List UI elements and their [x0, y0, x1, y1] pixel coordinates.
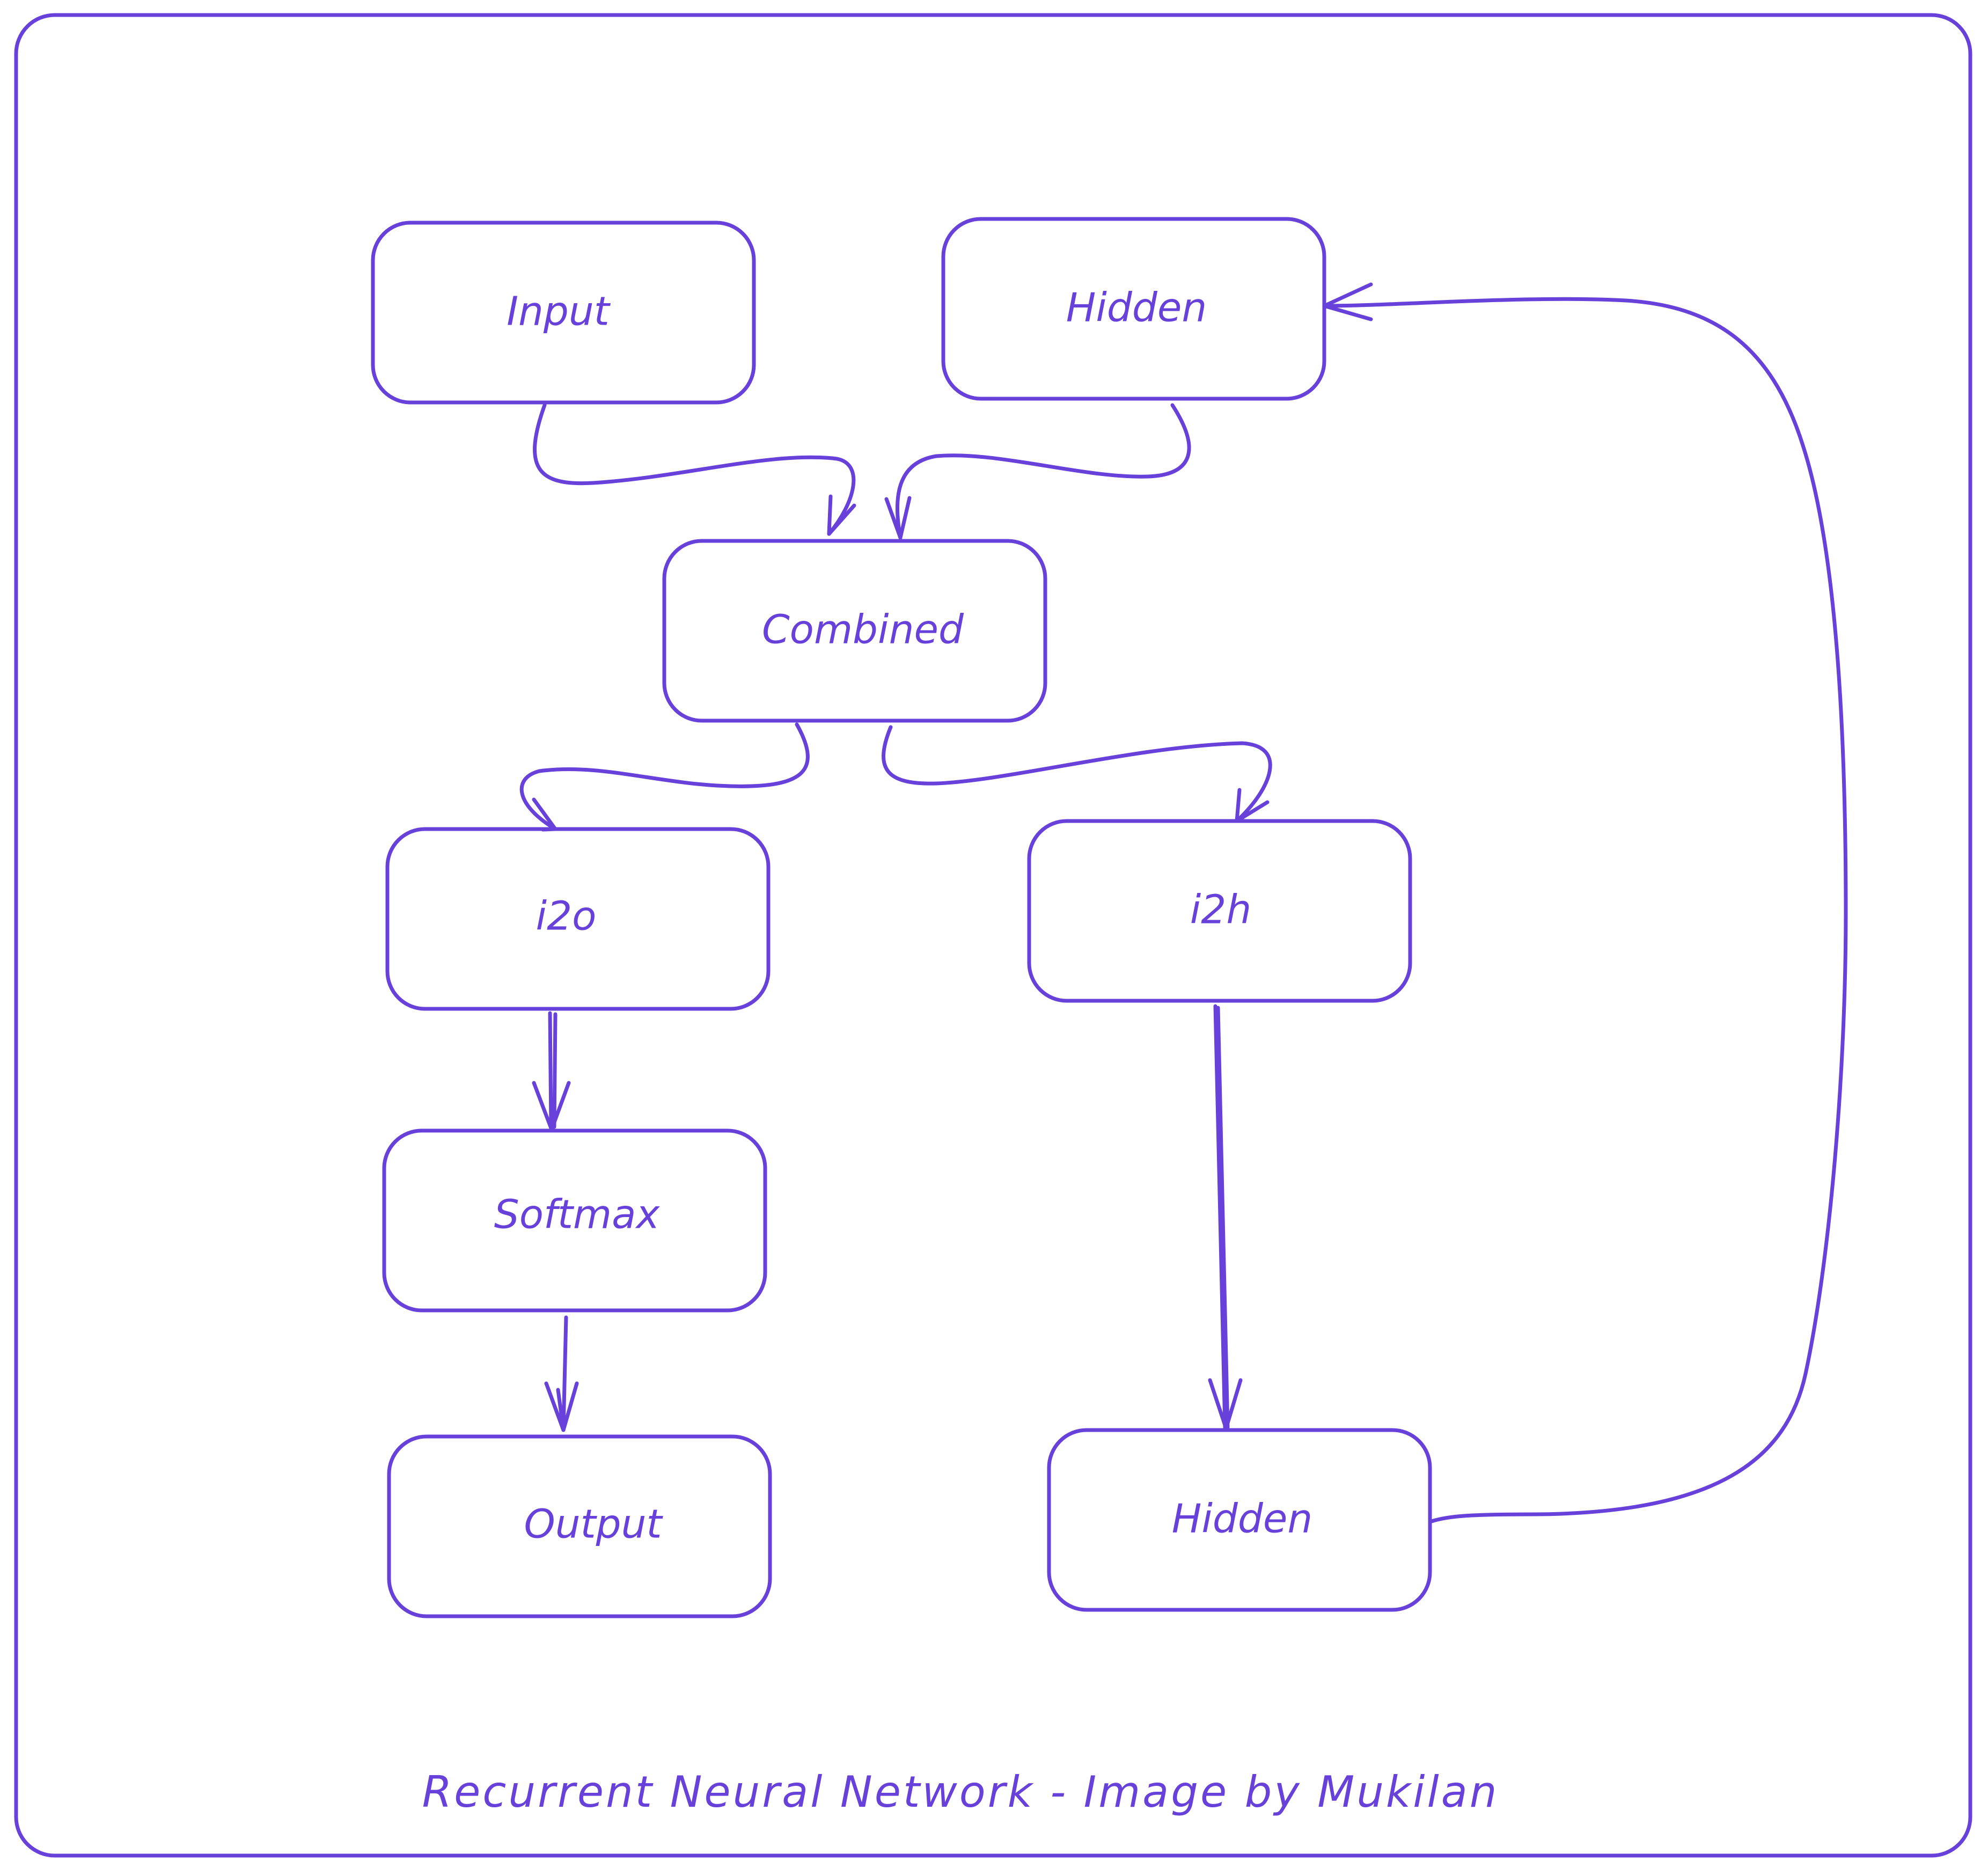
node-input-label: Input: [507, 289, 611, 335]
node-output: Output: [387, 1434, 772, 1618]
node-i2o: i2o: [385, 827, 771, 1011]
diagram-frame: [14, 13, 1972, 1858]
edge-combined-to-i2h: [882, 725, 1272, 823]
diagram-caption: Recurrent Neural Network - Image by Muki…: [422, 1767, 1499, 1817]
node-softmax: Softmax: [382, 1128, 767, 1313]
node-combined-label: Combined: [762, 607, 964, 653]
node-i2o-label: i2o: [536, 893, 597, 940]
edge-hidden-bottom-to-hidden-top: [1322, 282, 1848, 1523]
edge-softmax-to-output: [544, 1315, 579, 1432]
edge-input-to-combined: [533, 403, 856, 536]
node-hidden-top-label: Hidden: [1066, 285, 1207, 331]
node-hidden-bottom: Hidden: [1047, 1428, 1432, 1612]
node-hidden-top: Hidden: [941, 217, 1326, 401]
edge-combined-to-i2o: [519, 722, 810, 832]
node-i2h-label: i2h: [1190, 887, 1252, 933]
edge-i2o-to-softmax: [532, 1011, 571, 1132]
node-input: Input: [371, 221, 756, 405]
node-hidden-bottom-label: Hidden: [1172, 1496, 1313, 1542]
edge-i2h-to-hidden-bottom: [1208, 1004, 1243, 1431]
node-combined: Combined: [662, 539, 1047, 723]
edge-hidden-to-combined: [884, 403, 1191, 540]
node-i2h: i2h: [1027, 819, 1412, 1003]
node-output-label: Output: [524, 1501, 663, 1548]
node-softmax-label: Softmax: [494, 1192, 661, 1238]
